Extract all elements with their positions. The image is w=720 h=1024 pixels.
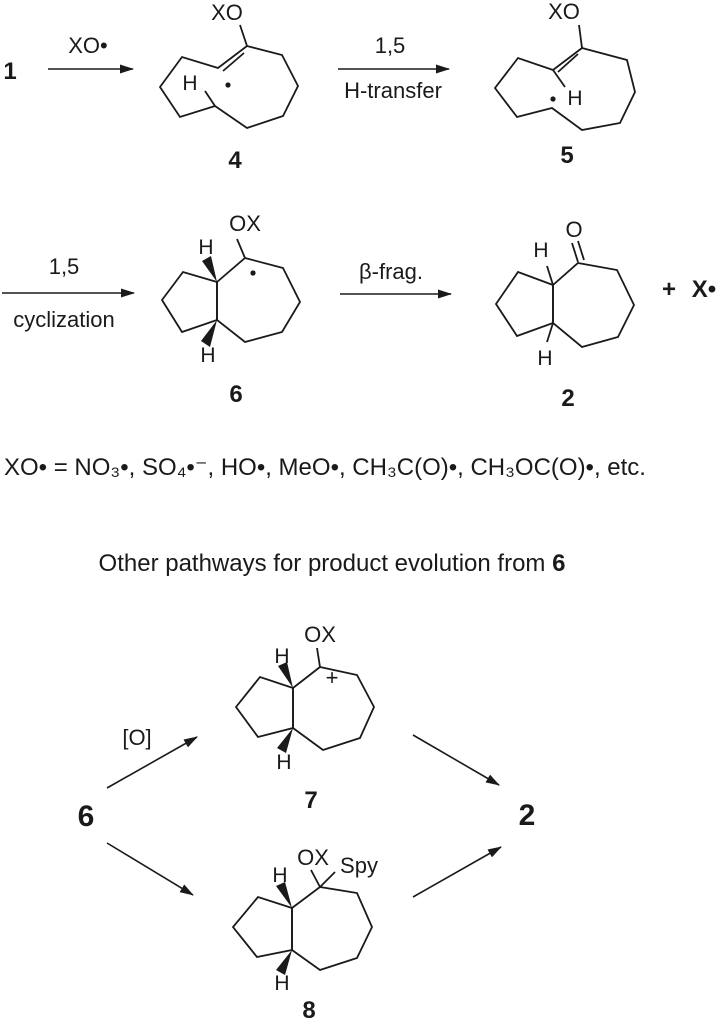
arrow-oxidation-label: [O]: [122, 725, 151, 750]
structure-2-carbonyl-bond-2: [577, 240, 585, 261]
structure-2-h-top-label: H: [533, 239, 548, 262]
wedge-bond-top: [202, 256, 217, 282]
wedge-bond-bottom: [276, 950, 292, 975]
wedge-bond-bottom: [201, 320, 217, 347]
structure-6-cyclopentane: [160, 270, 218, 334]
structure-5: XO H 5: [493, 0, 636, 169]
structure-5-ring: [493, 47, 636, 131]
arrow-h-transfer-label-above: 1,5: [375, 33, 406, 58]
structure-5-ox-bond: [578, 24, 583, 49]
structure-2-h-bottom-label: H: [537, 347, 552, 370]
structure-8-spy-label: Spy: [340, 853, 378, 878]
structure-6-number: 6: [229, 381, 242, 408]
structure-7-ox-label: OX: [304, 622, 336, 647]
byproduct-x-radical: X•: [692, 276, 716, 303]
structure-8-number: 8: [302, 997, 315, 1024]
structure-4: XO H 4: [158, 0, 300, 174]
arrow-oxidation: [O]: [106, 725, 198, 789]
arrow-7-to-2: [412, 734, 500, 786]
diamond-start-compound-6: 6: [78, 800, 95, 833]
structure-2-cycloheptane: [552, 262, 636, 348]
structure-6-ox-bond: [236, 238, 246, 259]
structure-5-double-bond-inner: [557, 53, 579, 73]
structure-7-ox-bond: [316, 647, 321, 668]
structure-5-h-bond: [552, 69, 566, 88]
structure-7-h-top-label: H: [274, 645, 289, 668]
arrow-8-to-2: [412, 846, 502, 898]
structure-2: O H H 2: [494, 217, 636, 412]
structure-7-cyclopentane: [234, 675, 294, 739]
radical-definition: XO• = NO₃•, SO₄•⁻, HO•, MeO•, CH₃C(O)•, …: [4, 454, 646, 481]
structure-4-h-bond: [204, 90, 216, 107]
wedge-bond-top: [276, 882, 292, 908]
arrow-6-to-8: [106, 842, 194, 896]
structure-4-ox-label: XO: [211, 0, 243, 25]
structure-2-h-top-bond: [546, 265, 554, 286]
arrow-h-transfer: 1,5 H-transfer: [338, 33, 450, 103]
plus-sign: +: [662, 276, 676, 303]
structure-8-ox-bond: [310, 869, 321, 888]
section-title-compound-ref: 6: [552, 550, 565, 577]
structure-7-number: 7: [304, 787, 317, 814]
structure-7-cycloheptane: [292, 666, 376, 751]
arrow-beta-frag-label: β-frag.: [359, 259, 423, 284]
structure-6-cycloheptane: [216, 257, 302, 343]
arrow-cyclization-label-above: 1,5: [49, 254, 80, 279]
radical-dot: [225, 82, 231, 88]
structure-8-ox-label: OX: [297, 845, 329, 870]
structure-2-h-bottom-bond: [546, 322, 554, 343]
structure-7-cation-label: +: [326, 665, 339, 690]
arrow-line: [106, 736, 198, 789]
arrow-beta-fragmentation: β-frag.: [340, 259, 452, 299]
wedge-bond-bottom: [277, 728, 293, 753]
structure-8: OX Spy H H 8: [231, 845, 378, 1024]
radical-dot: [250, 270, 256, 276]
structure-2-o-label: O: [565, 217, 582, 242]
structure-6-h-bottom-label: H: [200, 344, 215, 367]
radical-dot: [550, 96, 556, 102]
structure-8-cycloheptane: [291, 886, 373, 971]
arrow-addition: XO•: [48, 33, 134, 74]
section-title-text: Other pathways for product evolution fro…: [99, 550, 553, 577]
structure-5-h-label: H: [567, 87, 582, 110]
structure-4-number: 4: [228, 147, 242, 174]
structure-5-ox-label: XO: [548, 0, 580, 24]
structure-4-h-label: H: [182, 72, 197, 95]
structure-8-cyclopentane: [231, 895, 293, 958]
structure-2-carbonyl-bond-1: [571, 242, 579, 263]
diamond-product-compound-2: 2: [519, 799, 536, 832]
structure-6: OX H H 6: [160, 211, 302, 408]
structure-8-h-top-label: H: [272, 864, 287, 887]
structure-6-ox-label: OX: [229, 211, 261, 236]
structure-8-h-bottom-label: H: [274, 972, 289, 995]
structure-4-double-bond-inner: [222, 52, 245, 72]
arrow-h-transfer-label-below: H-transfer: [344, 78, 442, 103]
structure-4-ox-bond: [239, 24, 248, 47]
structure-5-number: 5: [560, 142, 573, 169]
arrow-cyclization: 1,5 cyclization: [2, 254, 135, 332]
structure-6-h-top-label: H: [198, 236, 213, 259]
structure-7-h-bottom-label: H: [276, 751, 291, 774]
compound-1-label: 1: [3, 58, 16, 85]
structure-7: OX + H H 7: [234, 622, 376, 814]
arrow-cyclization-label-below: cyclization: [13, 307, 114, 332]
structure-8-spy-bond: [319, 871, 336, 888]
wedge-bond-top: [278, 662, 293, 688]
structure-2-number: 2: [561, 385, 574, 412]
structure-2-cyclopentane: [494, 270, 554, 338]
arrow-addition-label: XO•: [68, 33, 108, 58]
section-title: Other pathways for product evolution fro…: [99, 550, 566, 577]
